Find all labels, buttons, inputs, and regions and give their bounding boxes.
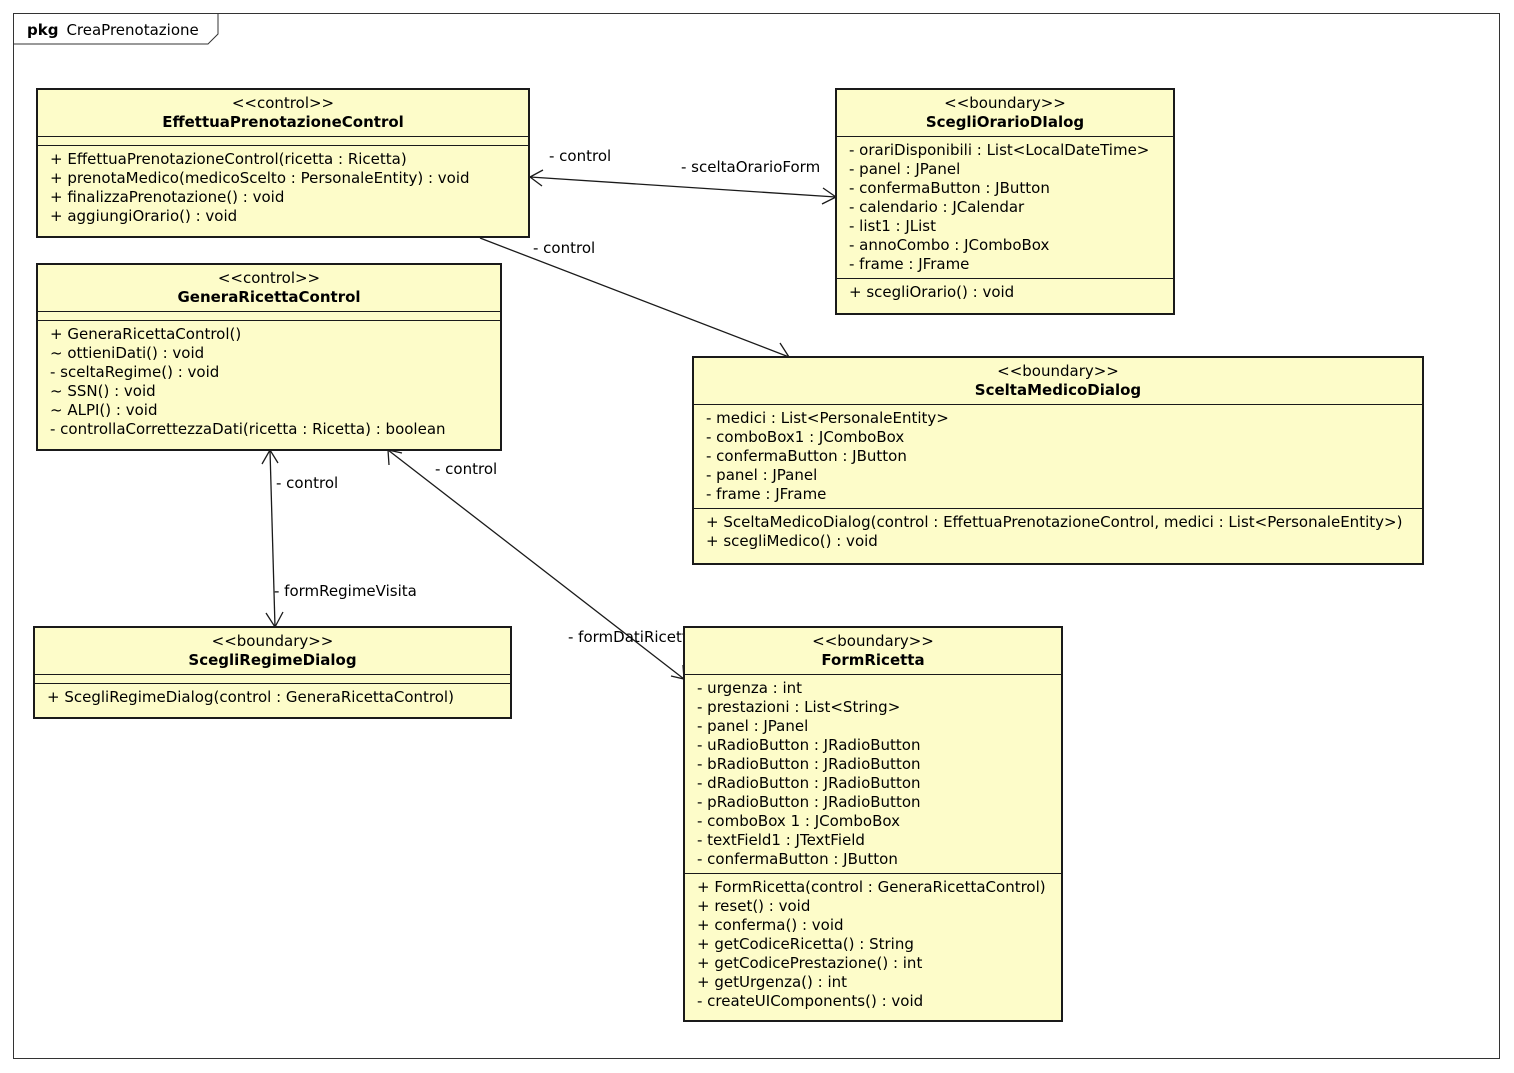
operation-row: + conferma() : void [697,916,844,934]
class-header: <<boundary>>ScegliRegimeDialog [35,628,510,674]
operation-row: + EffettuaPrenotazioneControl(ricetta : … [50,150,407,168]
assoc-end-label: - control [435,460,498,478]
package-frame [13,13,1500,1059]
operation-row: + aggiungiOrario() : void [50,207,238,225]
assoc-genera-regime [269,449,276,628]
attribute-row: - pRadioButton : JRadioButton [697,793,921,811]
assoc-end-label: - control [549,147,612,165]
assoc-end-label: - sceltaOrarioForm [681,158,821,176]
class-attributes [35,674,510,683]
class-header: <<control>>GeneraRicettaControl [38,265,500,311]
package-name: CreaPrenotazione [66,21,199,39]
class-operations: + ScegliRegimeDialog(control : GeneraRic… [35,683,510,711]
class-header: <<boundary>>FormRicetta [685,628,1061,674]
arrowhead-effettua-end [528,169,544,187]
class-header: <<control>>EffettuaPrenotazioneControl [38,90,528,136]
operation-row: + prenotaMedico(medicoScelto : Personale… [50,169,470,187]
operation-row: + scegliOrario() : void [849,283,1015,301]
attribute-row: - annoCombo : JComboBox [849,236,1050,254]
class-operations: + GeneraRicettaControl()~ ottieniDati() … [38,320,500,443]
class-attributes [38,311,500,320]
class-stereotype: <<boundary>> [812,632,934,650]
attribute-row: - list1 : JList [849,217,936,235]
class-name: SceltaMedicoDialog [974,381,1142,399]
assoc-end-label: - control [533,239,596,257]
attribute-row: - panel : JPanel [849,160,961,178]
attribute-row: - frame : JFrame [849,255,970,273]
attribute-row: - panel : JPanel [706,466,818,484]
assoc-end-label: - formDatiRicetta [568,628,697,646]
operation-row: + getCodiceRicetta() : String [697,935,914,953]
assoc-effettua-orario [529,176,837,198]
attribute-row: - comboBox1 : JComboBox [706,428,905,446]
class-scegliRegime: <<boundary>>ScegliRegimeDialog + ScegliRe… [33,626,512,719]
operation-row: + ScegliRegimeDialog(control : GeneraRic… [47,688,454,706]
operation-row: + GeneraRicettaControl() [50,325,242,343]
operation-row: + finalizzaPrenotazione() : void [50,188,285,206]
class-scegliOrario: <<boundary>>ScegliOrarioDIalog- orariDis… [835,88,1175,315]
operation-row: - sceltaRegime() : void [50,363,220,381]
operation-row: - createUIComponents() : void [697,992,924,1010]
operation-row: - controllaCorrettezzaDati(ricetta : Ric… [50,420,446,438]
class-sceltaMedico: <<boundary>>SceltaMedicoDialog- medici :… [692,356,1424,565]
operation-row: ~ ottieniDati() : void [50,344,205,362]
attribute-row: - dRadioButton : JRadioButton [697,774,921,792]
class-effettua: <<control>>EffettuaPrenotazioneControl + … [36,88,530,238]
class-stereotype: <<control>> [217,269,321,287]
operation-row: + reset() : void [697,897,811,915]
class-stereotype: <<boundary>> [211,632,334,650]
class-formRicetta: <<boundary>>FormRicetta- urgenza : int- … [683,626,1063,1022]
assoc-genera-form [387,449,685,680]
class-attributes: - orariDisponibili : List<LocalDateTime>… [837,136,1173,278]
class-name: ScegliOrarioDIalog [925,113,1085,131]
attribute-row: - calendario : JCalendar [849,198,1025,216]
class-operations: + scegliOrario() : void [837,278,1173,306]
attribute-row: - confermaButton : JButton [706,447,907,465]
class-header: <<boundary>>ScegliOrarioDIalog [837,90,1173,136]
attribute-row: - textField1 : JTextField [697,831,865,849]
operation-row: + scegliMedico() : void [706,532,878,550]
class-name: GeneraRicettaControl [177,288,361,306]
assoc-effettua-medico [479,237,790,358]
class-header: <<boundary>>SceltaMedicoDialog [694,358,1422,404]
class-operations: + SceltaMedicoDialog(control : EffettuaP… [694,508,1422,555]
attribute-row: - prestazioni : List<String> [697,698,901,716]
attribute-row: - comboBox 1 : JComboBox [697,812,900,830]
class-operations: + EffettuaPrenotazioneControl(ricetta : … [38,145,528,230]
operation-row: + getUrgenza() : int [697,973,848,991]
operation-row: + getCodicePrestazione() : int [697,954,923,972]
class-name: EffettuaPrenotazioneControl [162,113,404,131]
class-attributes [38,136,528,145]
class-attributes: - medici : List<PersonaleEntity>- comboB… [694,404,1422,508]
class-stereotype: <<boundary>> [944,94,1066,112]
class-name: FormRicetta [821,651,925,669]
attribute-row: - urgenza : int [697,679,803,697]
class-operations: + FormRicetta(control : GeneraRicettaCon… [685,873,1061,1015]
class-stereotype: <<boundary>> [997,362,1119,380]
assoc-end-label: - control [276,474,339,492]
attribute-row: - confermaButton : JButton [849,179,1050,197]
operation-row: + SceltaMedicoDialog(control : EffettuaP… [706,513,1403,531]
attribute-row: - medici : List<PersonaleEntity> [706,409,949,427]
operation-row: ~ SSN() : void [50,382,156,400]
class-stereotype: <<control>> [231,94,335,112]
attribute-row: - uRadioButton : JRadioButton [697,736,921,754]
attribute-row: - orariDisponibili : List<LocalDateTime> [849,141,1150,159]
attribute-row: - bRadioButton : JRadioButton [697,755,921,773]
class-attributes: - urgenza : int- prestazioni : List<Stri… [685,674,1061,873]
assoc-end-label: - formRegimeVisita [274,582,417,600]
attribute-row: - frame : JFrame [706,485,827,503]
operation-row: + FormRicetta(control : GeneraRicettaCon… [697,878,1046,896]
class-name: ScegliRegimeDialog [188,651,357,669]
package-label: pkg CreaPrenotazione [27,21,199,39]
class-generaRicetta: <<control>>GeneraRicettaControl + GeneraR… [36,263,502,451]
package-tab-shape [13,13,219,45]
package-keyword: pkg [27,21,59,39]
attribute-row: - panel : JPanel [697,717,809,735]
attribute-row: - confermaButton : JButton [697,850,898,868]
operation-row: ~ ALPI() : void [50,401,158,419]
